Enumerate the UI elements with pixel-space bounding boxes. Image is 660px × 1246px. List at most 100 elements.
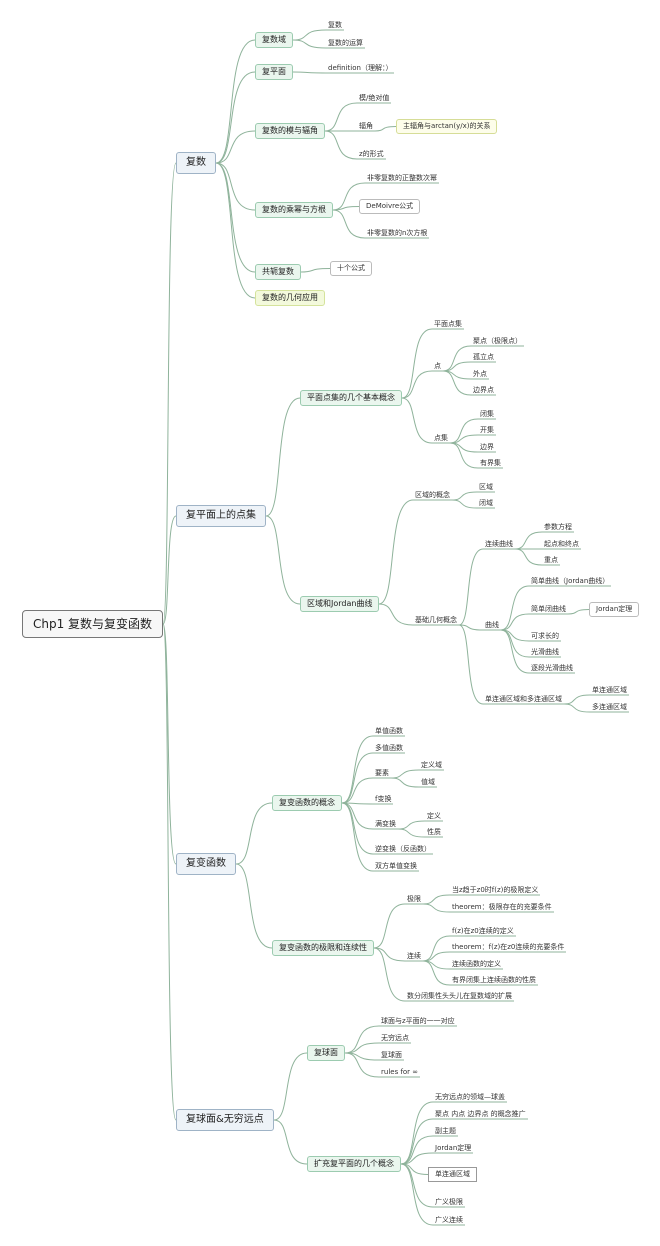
leaf-elements[interactable]: 要素	[375, 768, 389, 777]
branch-connector	[235, 863, 273, 949]
leaf-generalized-limit[interactable]: 广义极限	[435, 1197, 463, 1206]
leaf-point-at-infinity[interactable]: 无穷远点	[381, 1033, 409, 1042]
subtopic-extended-plane[interactable]: 扩充复平面的几个概念	[307, 1156, 401, 1172]
subtopic-modulus-argument[interactable]: 复数的模与辐角	[255, 123, 325, 139]
leaf-isolated-point[interactable]: 孤立点	[473, 352, 494, 361]
branch-connector	[341, 802, 374, 830]
leaf-f-transform[interactable]: f变换	[375, 794, 392, 803]
topic-riemann-sphere[interactable]: 复球面&无穷远点	[176, 1109, 274, 1131]
leaf-plane-point-set[interactable]: 平面点集	[434, 319, 462, 328]
leaf-simply-connected[interactable]: 单连通区域	[592, 685, 627, 694]
root-topic[interactable]: Chp1 复数与复变函数	[22, 610, 164, 638]
leaf-sphere-correspondence[interactable]: 球面与z平面的一一对应	[381, 1016, 455, 1025]
leaf-jordan-theorem-2[interactable]: Jordan定理	[435, 1143, 472, 1152]
leaf-generalized-continuity[interactable]: 广义连续	[435, 1215, 463, 1224]
leaf-limit[interactable]: 极限	[407, 894, 421, 903]
leaf-surjective[interactable]: 满变换	[375, 819, 396, 828]
leaf-piecewise-smooth[interactable]: 逐段光滑曲线	[531, 663, 573, 672]
leaf-boundary[interactable]: 边界	[480, 442, 494, 451]
leaf-complex-number[interactable]: 复数	[328, 20, 342, 29]
leaf-jordan-theorem[interactable]: Jordan定理	[589, 601, 640, 617]
leaf-domain[interactable]: 定义域	[421, 760, 442, 769]
branch-connector	[397, 820, 426, 830]
leaf-integer-powers[interactable]: 非零复数的正整数次幂	[367, 173, 437, 182]
topic-complex-functions[interactable]: 复变函数	[176, 853, 236, 875]
subtopic-powers-roots[interactable]: 复数的乘幂与方根	[255, 202, 333, 218]
leaf-closed-region[interactable]: 闭域	[479, 498, 493, 507]
leaf-extension[interactable]: 数分闭集性头头儿在复数域的扩展	[407, 991, 512, 1000]
leaf-start-end-points[interactable]: 起点和终点	[544, 539, 579, 548]
subtopic-conjugate[interactable]: 共轭复数	[255, 264, 301, 280]
subtopic-function-concept[interactable]: 复变函数的概念	[272, 795, 342, 811]
branch-connector	[567, 609, 590, 615]
leaf-properties[interactable]: 性质	[427, 827, 441, 836]
leaf-argument[interactable]: 辐角	[359, 121, 373, 130]
leaf-region-concept[interactable]: 区域的概念	[415, 490, 450, 499]
leaf-point[interactable]: 点	[434, 361, 441, 370]
leaf-continuity-theorem[interactable]: theorem：f(z)在z0连续的充要条件	[452, 942, 565, 951]
leaf-rules-infinity[interactable]: rules for ∞	[381, 1067, 419, 1076]
leaf-exterior-point[interactable]: 外点	[473, 369, 487, 378]
leaf-demoivre[interactable]: DeMoivre公式	[359, 198, 421, 214]
leaf-sphere[interactable]: 复球面	[381, 1050, 402, 1059]
leaf-closed-set[interactable]: 闭集	[480, 409, 494, 418]
leaf-continuity[interactable]: 连续	[407, 951, 421, 960]
branch-connector	[400, 1135, 434, 1165]
leaf-smooth-curve[interactable]: 光滑曲线	[531, 647, 559, 656]
subtopic-riemann-sphere[interactable]: 复球面	[307, 1045, 345, 1061]
leaf-simple-closed-curve[interactable]: 简单闭曲线	[531, 604, 566, 613]
branch-connector	[215, 162, 256, 273]
leaf-continuous-curve[interactable]: 连续曲线	[485, 539, 513, 548]
topic-point-sets[interactable]: 复平面上的点集	[176, 505, 266, 527]
leaf-continuity-definition[interactable]: f(z)在z0连续的定义	[452, 926, 514, 935]
leaf-bijective[interactable]: 双方单值变换	[375, 861, 417, 870]
leaf-principal-argument[interactable]: 主辐角与arctan(y/x)的关系	[396, 118, 498, 134]
topic-complex-numbers[interactable]: 复数	[176, 152, 216, 174]
leaf-region[interactable]: 区域	[479, 482, 493, 491]
leaf-modulus[interactable]: 模/绝对值	[359, 93, 390, 102]
leaf-basic-geometry[interactable]: 基础几何概念	[415, 615, 457, 624]
leaf-parametric-equation[interactable]: 参数方程	[544, 522, 572, 531]
leaf-continuous-function[interactable]: 连续函数的定义	[452, 959, 501, 968]
subtopic-complex-field[interactable]: 复数域	[255, 32, 293, 48]
leaf-rectifiable[interactable]: 可求长的	[531, 631, 559, 640]
branch-connector	[215, 71, 256, 164]
leaf-multiply-connected[interactable]: 多连通区域	[592, 702, 627, 711]
subtopic-complex-plane[interactable]: 复平面	[255, 64, 293, 80]
leaf-curve[interactable]: 曲线	[485, 620, 499, 629]
subtopic-limits-continuity[interactable]: 复变函数的极限和连续性	[272, 940, 374, 956]
leaf-definition-2[interactable]: 定义	[427, 811, 441, 820]
leaf-boundary-point[interactable]: 边界点	[473, 385, 494, 394]
leaf-generalized-points[interactable]: 聚点 内点 边界点 的概念推广	[435, 1109, 526, 1118]
leaf-multiple-point[interactable]: 重点	[544, 555, 558, 564]
branch-connector	[332, 182, 366, 211]
subtopic-basic-concepts[interactable]: 平面点集的几个基本概念	[300, 390, 402, 406]
leaf-connected-regions[interactable]: 单连通区域和多连通区域	[485, 694, 562, 703]
leaf-ten-formulas[interactable]: 十个公式	[330, 260, 372, 276]
leaf-range[interactable]: 值域	[421, 777, 435, 786]
branch-connector	[378, 603, 414, 626]
leaf-point-set[interactable]: 点集	[434, 433, 448, 442]
leaf-subtopic[interactable]: 副主题	[435, 1126, 456, 1135]
leaf-inverse-transform[interactable]: 逆变换（反函数）	[375, 844, 431, 853]
leaf-multi-valued[interactable]: 多值函数	[375, 743, 403, 752]
leaf-simply-connected-2[interactable]: 单连通区域	[428, 1166, 477, 1182]
leaf-bounded-closed-properties[interactable]: 有界闭集上连续函数的性质	[452, 975, 536, 984]
leaf-complex-operations[interactable]: 复数的运算	[328, 38, 363, 47]
leaf-accumulation-point[interactable]: 聚点（极限点）	[473, 336, 522, 345]
leaf-nth-roots[interactable]: 非零复数的n次方根	[367, 228, 428, 237]
leaf-open-set[interactable]: 开集	[480, 425, 494, 434]
leaf-simple-curve[interactable]: 简单曲线（Jordan曲线）	[531, 576, 610, 585]
leaf-z-form[interactable]: z的形式	[359, 149, 384, 158]
subtopic-region-jordan[interactable]: 区域和Jordan曲线	[300, 596, 380, 612]
branch-connector	[400, 1163, 434, 1226]
leaf-definition[interactable]: definition（理解：）	[328, 63, 393, 72]
leaf-limit-theorem[interactable]: theorem：极限存在的充要条件	[452, 902, 552, 911]
branch-connector	[332, 209, 366, 239]
leaf-bounded-set[interactable]: 有界集	[480, 458, 501, 467]
subtopic-geometric-applications[interactable]: 复数的几何应用	[255, 290, 325, 306]
branch-connector	[162, 623, 177, 865]
leaf-single-valued[interactable]: 单值函数	[375, 726, 403, 735]
leaf-limit-definition[interactable]: 当z趋于z0时f(z)的极限定义	[452, 885, 539, 894]
leaf-neighborhood-infinity[interactable]: 无穷远点的领域—球盖	[435, 1092, 505, 1101]
